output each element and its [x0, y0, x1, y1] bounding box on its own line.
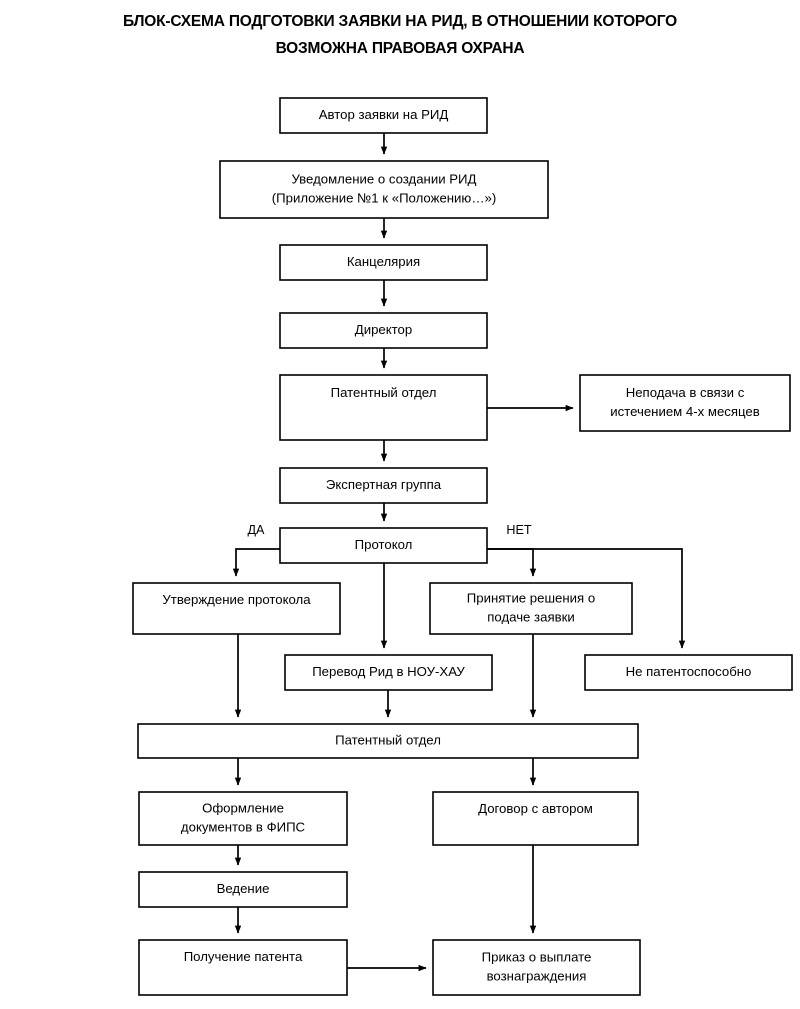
flow-node-label-payment-order: вознаграждения	[487, 968, 587, 983]
flow-node-box-approve	[132, 582, 341, 635]
flow-node-expert-group[interactable]: Экспертная группа	[279, 467, 488, 504]
flow-node-payment-order[interactable]: Приказ о выплате вознаграждения	[432, 939, 641, 996]
flow-node-box-author-contract	[432, 791, 639, 846]
flow-node-not-patentable[interactable]: Не патентоспособно	[584, 654, 793, 691]
flow-node-label-no-filing: истечением 4-х месяцев	[610, 404, 760, 419]
flow-node-box-expert-group	[279, 467, 488, 504]
flow-node-label-obtain-patent: Получение патента	[184, 949, 303, 964]
flow-node-label-maintenance: Ведение	[217, 881, 270, 896]
branch-label-нет: НЕТ	[506, 523, 531, 537]
flow-node-box-notification	[219, 160, 549, 219]
flow-node-label-author: Автор заявки на РИД	[319, 107, 449, 122]
flow-node-decision[interactable]: Принятие решения о подаче заявки	[429, 582, 633, 635]
flow-node-author[interactable]: Автор заявки на РИД	[279, 97, 488, 134]
flow-node-obtain-patent[interactable]: Получение патента	[138, 939, 348, 996]
flow-node-label-notification: (Приложение №1 к «Положению…»)	[272, 190, 496, 205]
flow-node-label-expert-group: Экспертная группа	[326, 477, 442, 492]
flow-node-label-fips-docs: Оформление	[202, 800, 284, 815]
flow-node-author-contract[interactable]: Договор с автором	[432, 791, 639, 846]
flow-node-box-director	[279, 312, 488, 349]
page-title-line-1: БЛОК-СХЕМА ПОДГОТОВКИ ЗАЯВКИ НА РИД, В О…	[123, 13, 677, 30]
flow-node-chancellery[interactable]: Канцелярия	[279, 244, 488, 281]
flow-node-box-obtain-patent	[138, 939, 348, 996]
flow-node-box-maintenance	[138, 871, 348, 908]
flow-node-director[interactable]: Директор	[279, 312, 488, 349]
flow-node-patent-dept-2[interactable]: Патентный отдел	[137, 723, 639, 759]
flow-node-label-decision: Принятие решения о	[467, 590, 595, 605]
flow-node-label-knowhow: Перевод Рид в НОУ-ХАУ	[312, 664, 465, 679]
flow-node-knowhow[interactable]: Перевод Рид в НОУ-ХАУ	[284, 654, 493, 691]
flow-edge-protocol-to-decision	[487, 548, 537, 577]
flowchart-branch-labels: ДА НЕТ	[248, 523, 532, 537]
flow-node-label-notification: Уведомление о создании РИД	[292, 171, 477, 186]
flow-node-label-protocol: Протокол	[355, 537, 413, 552]
branch-label-да: ДА	[248, 523, 266, 537]
flow-node-maintenance[interactable]: Ведение	[138, 871, 348, 908]
flow-node-label-fips-docs: документов в ФИПС	[181, 819, 306, 834]
flow-node-label-chancellery: Канцелярия	[347, 254, 420, 269]
flow-node-box-no-filing	[579, 374, 791, 432]
flow-edge-protocol-to-approve	[232, 548, 280, 577]
flow-node-fips-docs[interactable]: Оформление документов в ФИПС	[138, 791, 348, 846]
flow-node-box-not-patentable	[584, 654, 793, 691]
flow-node-label-payment-order: Приказ о выплате	[482, 949, 592, 964]
flow-node-no-filing[interactable]: Неподача в связи с истечением 4-х месяцев	[579, 374, 791, 432]
page-title-line-2: ВОЗМОЖНА ПРАВОВАЯ ОХРАНА	[275, 40, 525, 57]
flow-node-box-author	[279, 97, 488, 134]
flow-node-approve[interactable]: Утверждение протокола	[132, 582, 341, 635]
flow-node-box-payment-order	[432, 939, 641, 996]
flow-node-label-no-filing: Неподача в связи с	[626, 385, 745, 400]
flow-node-label-decision: подаче заявки	[487, 609, 574, 624]
flow-node-label-not-patentable: Не патентоспособно	[626, 664, 752, 679]
flow-node-box-protocol	[279, 527, 488, 564]
flow-node-box-fips-docs	[138, 791, 348, 846]
flow-node-label-patent-dept-1: Патентный отдел	[331, 385, 437, 400]
flow-node-box-decision	[429, 582, 633, 635]
flow-node-box-knowhow	[284, 654, 493, 691]
flowchart-edges	[232, 133, 686, 972]
flow-node-box-patent-dept-1	[279, 374, 488, 441]
flow-node-label-patent-dept-2: Патентный отдел	[335, 732, 441, 747]
flow-node-box-chancellery	[279, 244, 488, 281]
flow-node-patent-dept-1[interactable]: Патентный отдел	[279, 374, 488, 441]
flow-edge-protocol-to-not-patentable	[487, 548, 686, 649]
flow-node-label-author-contract: Договор с автором	[478, 801, 593, 816]
flow-node-notification[interactable]: Уведомление о создании РИД (Приложение №1…	[219, 160, 549, 219]
flow-node-protocol[interactable]: Протокол	[279, 527, 488, 564]
flow-node-label-director: Директор	[355, 322, 412, 337]
page-title: БЛОК-СХЕМА ПОДГОТОВКИ ЗАЯВКИ НА РИД, В О…	[0, 8, 800, 62]
flow-node-label-approve: Утверждение протокола	[162, 592, 311, 607]
flow-node-box-patent-dept-2	[137, 723, 639, 759]
flowchart-nodes: Автор заявки на РИД Уведомление о создани…	[132, 97, 793, 996]
